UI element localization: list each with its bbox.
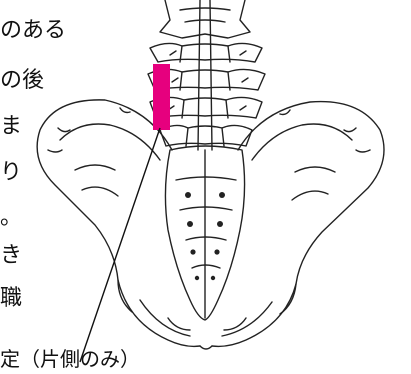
pubic-region	[118, 280, 296, 349]
left-ilium	[37, 100, 172, 312]
pointer-line	[80, 128, 160, 362]
right-ilium	[238, 102, 384, 314]
sacrum	[165, 146, 244, 320]
highlight-marker	[153, 64, 170, 130]
